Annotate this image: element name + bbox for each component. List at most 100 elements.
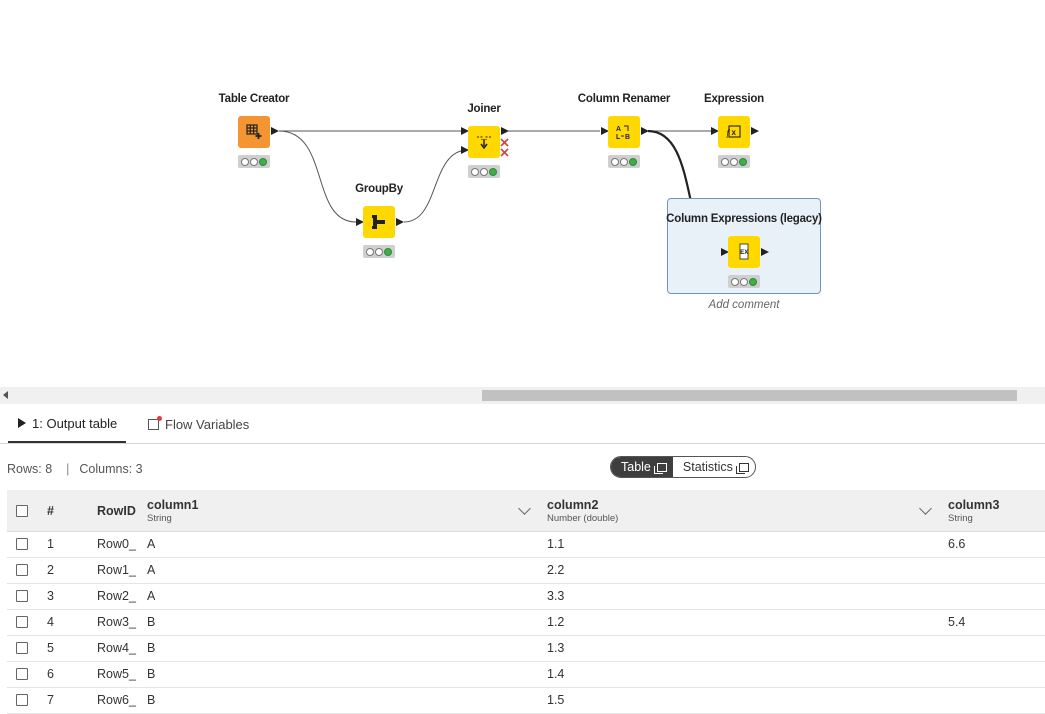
- tab-output-table[interactable]: 1: Output table: [8, 405, 126, 443]
- scroll-left-arrow-icon[interactable]: [3, 391, 8, 399]
- table-creator-output-port[interactable]: [271, 127, 279, 135]
- canvas-horizontal-scrollbar[interactable]: [0, 387, 1045, 404]
- cell-index: 7: [47, 693, 54, 707]
- expression-node[interactable]: f x: [718, 116, 750, 148]
- groupby-icon: [363, 206, 395, 238]
- cell-column1: B: [147, 693, 156, 707]
- table-row[interactable]: 1 Row0_ A 1.1 6.6: [7, 532, 1045, 558]
- cell-column1: A: [147, 563, 156, 577]
- select-all-checkbox[interactable]: [16, 505, 28, 517]
- flow-variable-icon: [148, 415, 162, 430]
- tab-flow-variables[interactable]: Flow Variables: [148, 405, 249, 443]
- cell-rowid: Row1_: [97, 563, 136, 577]
- row-checkbox[interactable]: [16, 590, 28, 602]
- groupby-node[interactable]: [363, 206, 395, 238]
- column-count: Columns: 3: [79, 462, 143, 476]
- cell-index: 6: [47, 667, 54, 681]
- cell-rowid: Row0_: [97, 537, 136, 551]
- column1-menu-chevron-icon[interactable]: [518, 502, 531, 515]
- open-window-icon[interactable]: [735, 462, 749, 474]
- cell-rowid: Row6_: [97, 693, 136, 707]
- toggle-statistics-label: Statistics: [682, 460, 733, 474]
- row-checkbox[interactable]: [16, 642, 28, 654]
- table-row[interactable]: 4 Row3_ B 1.2 5.4: [7, 610, 1045, 636]
- groupby-input-port[interactable]: [356, 218, 364, 226]
- cell-rowid: Row5_: [97, 667, 136, 681]
- column-expressions-input-port[interactable]: [721, 248, 729, 256]
- connections-layer: [278, 129, 723, 254]
- row-checkbox[interactable]: [16, 668, 28, 680]
- header-column3-type: String: [948, 513, 973, 524]
- cell-column3: 6.6: [948, 537, 966, 551]
- column-renamer-output-port[interactable]: [641, 127, 649, 135]
- joiner-status: [468, 165, 500, 178]
- expression-output-port[interactable]: [751, 127, 759, 135]
- joiner-inactive-ports-icon: [500, 138, 509, 157]
- column2-menu-chevron-icon[interactable]: [919, 502, 932, 515]
- scrollbar-thumb[interactable]: [482, 390, 1017, 401]
- cell-rowid: Row4_: [97, 641, 136, 655]
- info-separator: |: [66, 462, 70, 476]
- expression-status: [718, 155, 750, 168]
- view-toggle: Table Statistics: [610, 456, 756, 478]
- table-row[interactable]: 2 Row1_ A 2.2: [7, 558, 1045, 584]
- row-checkbox[interactable]: [16, 616, 28, 628]
- column-expressions-node[interactable]: EX: [728, 236, 760, 268]
- cell-column1: B: [147, 615, 156, 629]
- column-expressions-output-port[interactable]: [761, 248, 769, 256]
- header-rowid[interactable]: RowID: [97, 504, 136, 518]
- joiner-output-port-1[interactable]: [501, 127, 509, 135]
- output-tabs: 1: Output table Flow Variables: [0, 405, 1045, 444]
- toggle-statistics-button[interactable]: Statistics: [673, 457, 755, 477]
- cell-column2: 1.2: [547, 615, 565, 629]
- cell-column2: 3.3: [547, 589, 565, 603]
- connection-tablecreator-groupby: [278, 130, 357, 223]
- rename-icon: A L B: [608, 116, 640, 148]
- table-row[interactable]: 5 Row4_ B 1.3: [7, 636, 1045, 662]
- cell-column2: 1.4: [547, 667, 565, 681]
- joiner-input-port-left[interactable]: [461, 127, 469, 135]
- column-renamer-node[interactable]: A L B: [608, 116, 640, 148]
- joiner-node[interactable]: [468, 126, 500, 158]
- connection-groupby-joiner: [403, 149, 469, 223]
- tab-flow-variables-label: Flow Variables: [165, 416, 250, 432]
- row-checkbox[interactable]: [16, 694, 28, 706]
- svg-text:f: f: [727, 128, 731, 138]
- table-row[interactable]: 7 Row6_ B 1.5: [7, 688, 1045, 714]
- join-icon: [468, 126, 500, 158]
- svg-text:A: A: [616, 126, 621, 133]
- header-column2-type: Number (double): [547, 513, 619, 524]
- cell-index: 2: [47, 563, 54, 577]
- cell-column2: 2.2: [547, 563, 565, 577]
- row-checkbox[interactable]: [16, 538, 28, 550]
- workflow-canvas[interactable]: Table Creator GroupBy: [0, 0, 1045, 387]
- groupby-status: [363, 245, 395, 258]
- expression-input-port[interactable]: [711, 127, 719, 135]
- column-expressions-status: [728, 275, 760, 288]
- header-column1-type: String: [147, 513, 172, 524]
- column-renamer-input-port[interactable]: [601, 127, 609, 135]
- table-row[interactable]: 3 Row2_ A 3.3: [7, 584, 1045, 610]
- cell-column2: 1.1: [547, 537, 565, 551]
- svg-text:EX: EX: [740, 250, 748, 256]
- toggle-table-button[interactable]: Table: [611, 457, 673, 477]
- table-creator-node[interactable]: [238, 116, 270, 148]
- expression-doc-icon: EX: [728, 236, 760, 268]
- svg-text:L: L: [616, 134, 621, 141]
- open-window-icon[interactable]: [653, 462, 667, 474]
- cell-rowid: Row2_: [97, 589, 136, 603]
- cell-column1: B: [147, 667, 156, 681]
- row-checkbox[interactable]: [16, 564, 28, 576]
- cell-index: 5: [47, 641, 54, 655]
- table-creator-status: [238, 155, 270, 168]
- cell-index: 4: [47, 615, 54, 629]
- node-title-joiner: Joiner: [467, 103, 501, 115]
- header-column2[interactable]: column2: [547, 498, 599, 512]
- add-comment-link[interactable]: Add comment: [708, 299, 780, 311]
- row-count: Rows: 8: [7, 462, 53, 476]
- joiner-input-port-right[interactable]: [461, 146, 469, 154]
- groupby-output-port[interactable]: [396, 218, 404, 226]
- header-column3[interactable]: column3: [948, 498, 1000, 512]
- table-row[interactable]: 6 Row5_ B 1.4: [7, 662, 1045, 688]
- header-column1[interactable]: column1: [147, 498, 199, 512]
